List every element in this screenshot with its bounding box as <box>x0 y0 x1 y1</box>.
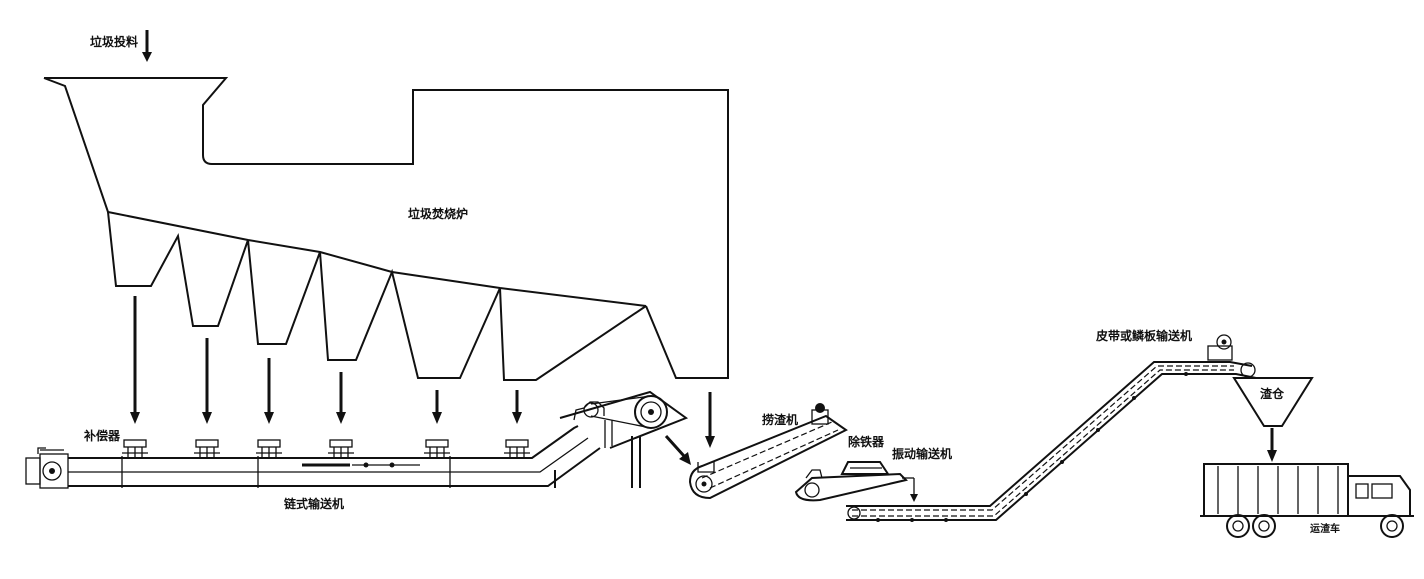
transport-truck <box>1200 463 1414 538</box>
compensator-5 <box>424 439 450 458</box>
label-incinerator: 垃圾焚烧炉 <box>408 206 468 221</box>
vibrating-conveyor-arrow <box>910 478 918 502</box>
label-belt-apron-conveyor: 皮带或鳞板输送机 <box>1095 328 1192 343</box>
compensator-2 <box>194 439 220 458</box>
discharge-arrow <box>664 434 691 465</box>
incinerator <box>43 77 729 381</box>
slag-bin <box>1232 377 1314 462</box>
iron-remover <box>794 461 914 502</box>
compensator-4 <box>328 439 354 458</box>
compensator-6 <box>504 439 530 458</box>
belt-apron-conveyor <box>846 334 1257 522</box>
label-chain-conveyor: 链式输送机 <box>284 496 344 511</box>
compensators <box>122 439 530 458</box>
compensator-3 <box>256 439 282 458</box>
slag-extractor <box>688 403 848 500</box>
label-iron-remover: 除铁器 <box>848 434 885 449</box>
garbage-feed-arrow <box>142 30 152 62</box>
chain-conveyor <box>25 390 689 489</box>
label-compensator: 补偿器 <box>83 428 121 443</box>
label-vibrating-conveyor: 振动输送机 <box>892 446 952 461</box>
label-transport-truck: 运渣车 <box>1310 522 1340 535</box>
label-slag-bin: 渣仓 <box>1260 386 1285 401</box>
hopper-drop-arrows <box>130 296 715 448</box>
label-slag-extractor: 捞渣机 <box>762 412 798 427</box>
label-garbage-feed: 垃圾投料 <box>90 34 138 49</box>
compensator-1 <box>122 439 148 458</box>
